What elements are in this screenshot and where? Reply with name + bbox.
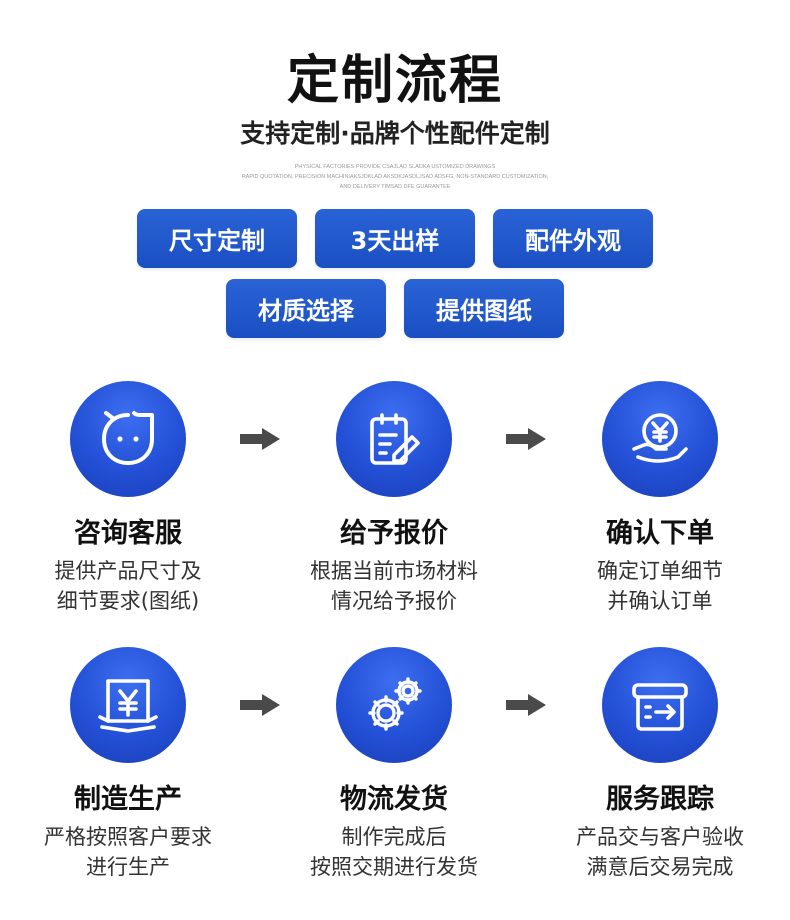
step-desc: 确定订单细节 并确认订单 bbox=[545, 556, 775, 616]
step-desc-line: 按照交期进行发货 bbox=[310, 855, 478, 879]
step-order: 确认下单 确定订单细节 并确认订单 bbox=[545, 381, 775, 616]
step-quote: 给予报价 根据当前市场材料 情况给予报价 bbox=[279, 381, 509, 616]
tag-material: 材质选择 bbox=[226, 279, 386, 338]
english-line: AND DELIVERY TIMSAD DFE GUARANTEE bbox=[339, 184, 451, 190]
step-circle bbox=[602, 647, 718, 763]
step-title: 物流发货 bbox=[340, 784, 448, 815]
step-circle bbox=[70, 647, 186, 763]
gears-icon bbox=[360, 671, 428, 739]
tag-sample-3days: 3天出样 bbox=[315, 209, 475, 268]
step-title: 制造生产 bbox=[74, 784, 182, 815]
step-title: 服务跟踪 bbox=[606, 784, 714, 815]
english-line: PHYSICAL FACTORIES PROVIDE CSAJLAD SLADK… bbox=[294, 164, 496, 170]
step-desc-line: 情况给予报价 bbox=[331, 589, 457, 613]
step-circle bbox=[70, 381, 186, 497]
step-desc-line: 产品交与客户验收 bbox=[576, 825, 744, 849]
tag-row: 材质选择 提供图纸 bbox=[0, 279, 790, 338]
step-production: 制造生产 严格按照客户要求 进行生产 bbox=[13, 647, 243, 882]
clipboard-edit-icon bbox=[362, 407, 426, 471]
arrow-right-icon bbox=[506, 694, 546, 716]
tag-row: 尺寸定制 3天出样 配件外观 bbox=[0, 209, 790, 268]
tag-size-custom: 尺寸定制 bbox=[137, 209, 297, 268]
page-title: 定制流程 bbox=[286, 51, 503, 111]
step-desc-line: 进行生产 bbox=[86, 855, 170, 879]
feature-tags: 尺寸定制 3天出样 配件外观 材质选择 提供图纸 bbox=[0, 209, 790, 349]
delivery-box-icon bbox=[628, 673, 692, 737]
step-desc: 制作完成后 按照交期进行发货 bbox=[279, 822, 509, 882]
step-desc-line: 细节要求(图纸) bbox=[56, 589, 200, 613]
step-desc-line: 严格按照客户要求 bbox=[44, 825, 212, 849]
step-circle bbox=[602, 381, 718, 497]
arrow-right-icon bbox=[506, 428, 546, 450]
step-title: 确认下单 bbox=[606, 518, 714, 549]
step-desc: 根据当前市场材料 情况给予报价 bbox=[279, 556, 509, 616]
arrow-right-icon bbox=[240, 694, 280, 716]
step-desc-line: 提供产品尺寸及 bbox=[54, 559, 202, 583]
step-desc-line: 确定订单细节 bbox=[597, 559, 723, 583]
step-desc: 提供产品尺寸及 细节要求(图纸) bbox=[13, 556, 243, 616]
step-title: 给予报价 bbox=[340, 518, 448, 549]
english-line: RAPID QUOTATION, PRECISION MACHINIAKSJDK… bbox=[241, 174, 549, 180]
step-service: 服务跟踪 产品交与客户验收 满意后交易完成 bbox=[545, 647, 775, 882]
yen-hand-icon bbox=[628, 407, 692, 471]
step-desc: 产品交与客户验收 满意后交易完成 bbox=[545, 822, 775, 882]
yen-box-icon bbox=[96, 673, 160, 737]
step-desc-line: 根据当前市场材料 bbox=[310, 559, 478, 583]
step-desc-line: 并确认订单 bbox=[607, 589, 713, 613]
step-circle bbox=[336, 647, 452, 763]
step-title: 咨询客服 bbox=[74, 518, 182, 549]
step-circle bbox=[336, 381, 452, 497]
step-desc: 严格按照客户要求 进行生产 bbox=[13, 822, 243, 882]
tag-appearance: 配件外观 bbox=[493, 209, 653, 268]
step-desc-line: 满意后交易完成 bbox=[586, 855, 734, 879]
tag-drawing: 提供图纸 bbox=[404, 279, 564, 338]
english-tagline: PHYSICAL FACTORIES PROVIDE CSAJLAD SLADK… bbox=[0, 162, 790, 192]
chat-face-icon bbox=[96, 407, 160, 471]
step-desc-line: 制作完成后 bbox=[341, 825, 447, 849]
step-shipping: 物流发货 制作完成后 按照交期进行发货 bbox=[279, 647, 509, 882]
page-subtitle: 支持定制·品牌个性配件定制 bbox=[240, 119, 550, 148]
step-consult: 咨询客服 提供产品尺寸及 细节要求(图纸) bbox=[13, 381, 243, 616]
arrow-right-icon bbox=[240, 428, 280, 450]
